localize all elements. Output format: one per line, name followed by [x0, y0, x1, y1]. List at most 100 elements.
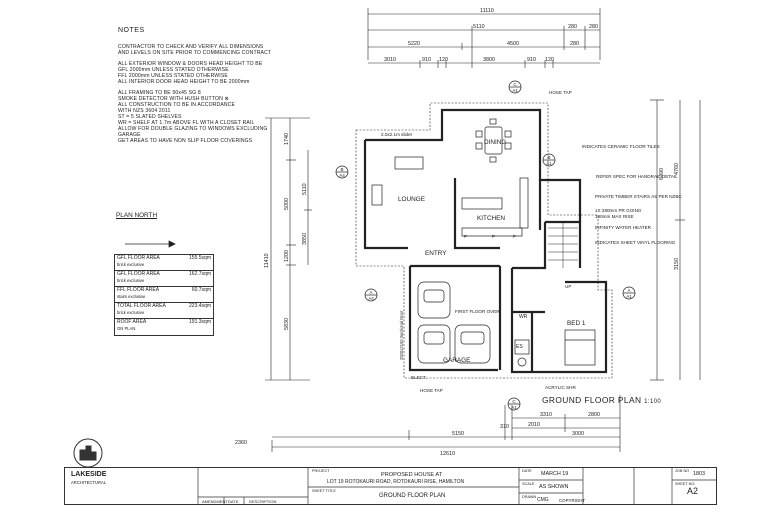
- notes-block: CONTRACTOR TO CHECK AND VERIFY ALL DIMEN…: [118, 44, 318, 144]
- dim-label: 280: [570, 41, 579, 47]
- dim-label: 5220: [408, 41, 420, 47]
- note-line: ALL INTERIOR DOOR HEAD HEIGHT TO BE 2000…: [118, 79, 250, 85]
- hose-tap-label: HOSE TAP: [420, 388, 443, 393]
- stairs-note: 190mm MAX RISE: [595, 214, 634, 219]
- stairs-note: PRIVATE TIMBER STAIRS AS PER NZBC: [595, 194, 682, 199]
- plan-annotations: HOSE TAP HOSE TAP 2.0x2.1m slider FIRST …: [381, 90, 682, 393]
- sectional-door-label: 2500x2150 Sectional Door: [399, 310, 404, 360]
- dim-label: 5110: [473, 24, 485, 30]
- dim-label: 3310: [540, 412, 552, 418]
- dim-label: 12610: [440, 451, 455, 457]
- room-label-kitchen: KITCHEN: [477, 215, 505, 222]
- svg-text:A: A: [369, 290, 373, 295]
- col-header: DESCRIPTION: [249, 499, 277, 504]
- svg-text:A1: A1: [512, 88, 518, 93]
- room-label-es: ES: [516, 344, 523, 350]
- project-label: PROJECT: [312, 469, 330, 473]
- lounge-sofa: [371, 156, 424, 206]
- kitchen-bench: [461, 177, 529, 237]
- notes-title: NOTES: [118, 27, 145, 34]
- dim-label: 6490: [659, 168, 665, 180]
- water-heater-note: INFINITY WATER HEATER: [595, 225, 652, 230]
- date-value: MARCH 19: [541, 471, 569, 477]
- sheet-label: SHEET NO.: [675, 482, 696, 486]
- note-line: CONTRACTOR TO CHECK AND VERIFY ALL DIMEN…: [118, 44, 264, 50]
- dim-label: 2800: [588, 412, 600, 418]
- right-dimensions: [650, 99, 701, 381]
- bed: [564, 329, 596, 366]
- note-line: WITH NZS 3604 2011: [118, 108, 171, 114]
- note-line: GARAGE: [118, 132, 141, 138]
- company-logo-icon: [71, 438, 105, 468]
- note-line: ST = 5 SLATED SHELVES: [118, 114, 182, 120]
- scale-label: SCALE: [522, 482, 535, 486]
- left-dimensions: [265, 117, 312, 381]
- svg-text:C: C: [513, 82, 517, 87]
- title-block: LAKESIDE ARCHITECTURAL AMENDMENT DATE DE…: [64, 438, 717, 505]
- dim-label: 5150: [452, 431, 464, 437]
- dim-label: 280: [568, 24, 577, 30]
- dim-label: 280: [589, 24, 598, 30]
- svg-text:A1: A1: [626, 294, 632, 299]
- dim-label: 5000: [284, 198, 290, 210]
- note-line: GET AREAS TO HAVE NON SLIP FLOOR COVERIN…: [118, 138, 253, 144]
- dim-label: 5830: [284, 318, 290, 330]
- dim-label: 2360: [235, 440, 247, 446]
- drawn-label: DRAWN: [522, 495, 537, 499]
- svg-text:A1: A1: [546, 161, 552, 166]
- handrail-note: REFER SPEC FOR HANDRAIL DETAIL: [596, 174, 678, 179]
- dim-label: 3850: [302, 233, 308, 245]
- elect-label: ELECT.: [411, 375, 427, 380]
- acrylic-note: ACRYLIC SHR: [545, 385, 576, 390]
- note-line: ALLOW FOR DOUBLE GLAZING TO WINDOWS EXCL…: [118, 126, 268, 132]
- garage-cars: [417, 281, 491, 364]
- dim-label: 1200: [284, 250, 290, 262]
- dim-label: 120: [545, 57, 554, 63]
- dim-label: 910: [527, 57, 536, 63]
- job-number: 1803: [693, 471, 705, 477]
- note-line: ALL CONSTRUCTION TO BE IN ACCORDANCE: [118, 102, 236, 108]
- section-markers: [335, 80, 636, 411]
- svg-text:B: B: [340, 167, 343, 172]
- note-line: WR = SHELF AT 1.7m ABOVE FL WITH A CLOSE…: [118, 120, 255, 126]
- left-dimension-labels: 11410 1740 5000 1200 5830 5110 3850: [264, 133, 308, 330]
- project-name: PROPOSED HOUSE AT: [381, 472, 443, 478]
- dim-label: 120: [439, 57, 448, 63]
- room-label-garage: GARAGE: [443, 357, 470, 364]
- sheet-title: GROUND FLOOR PLAN: [379, 493, 446, 499]
- note-line: SMOKE DETECTOR WITH HUSH BUTTON ⊗: [118, 96, 229, 102]
- company-sub: ARCHITECTURAL: [71, 480, 107, 485]
- room-labels: DINING LOUNGE KITCHEN ENTRY GARAGE BED 1…: [398, 139, 586, 364]
- note-line: AND LEVELS ON SITE PRIOR TO COMMENCING C…: [118, 50, 272, 56]
- room-label-lounge: LOUNGE: [398, 196, 425, 203]
- tiles-note: INDICATES CERAMIC FLOOR TILES: [582, 144, 660, 149]
- note-line: ALL EXTERIOR WINDOW & DOORS HEAD HEIGHT …: [118, 61, 263, 67]
- right-dimension-labels: 6490 4760 3150: [659, 163, 680, 270]
- pantry-label: P: [492, 234, 495, 239]
- svg-text:A: A: [627, 288, 631, 293]
- drawn-value: CMG: [537, 497, 549, 503]
- room-label-bed1: BED 1: [567, 320, 586, 327]
- top-dimensions: [367, 8, 601, 68]
- scale-value: AS SHOWN: [539, 484, 569, 490]
- job-label: JOB NO: [675, 469, 690, 473]
- top-dimension-labels: 11110 5110 280 280 5220 4500 280 3010 91…: [384, 8, 598, 63]
- dim-label: 3150: [674, 258, 680, 270]
- slider-label: 2.0x2.1m slider: [381, 132, 413, 137]
- dim-label: 5110: [302, 183, 308, 195]
- dim-label: 2010: [528, 422, 540, 428]
- svg-text:A1: A1: [511, 405, 517, 410]
- note-line: FFL 2000mm UNLESS STATED OTHERWISE: [118, 73, 228, 79]
- plan-north-label: PLAN NORTH: [116, 212, 158, 219]
- dim-label: 910: [422, 57, 431, 63]
- smoke-detector-icon: ⊗: [224, 96, 229, 102]
- note-line: GFL 2000mm UNLESS STATED OTHERWISE: [118, 67, 229, 73]
- svg-text:C: C: [512, 399, 516, 404]
- svg-text:A4: A4: [368, 296, 374, 301]
- bottom-dimension-labels: 12610 2360 5150 310 3000 3310 2800 2010: [235, 412, 600, 457]
